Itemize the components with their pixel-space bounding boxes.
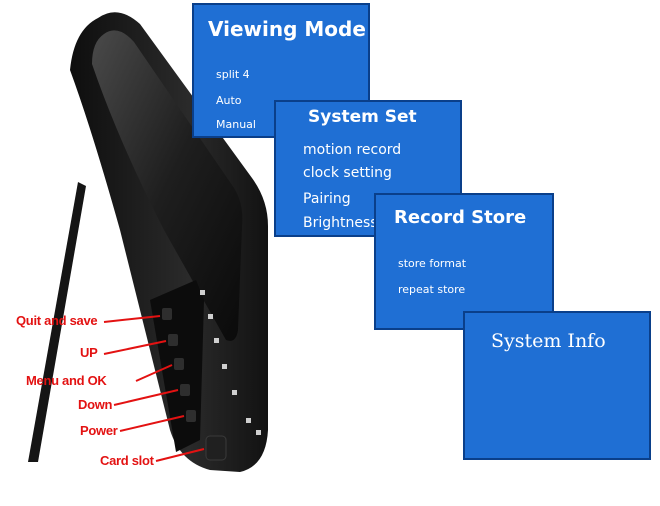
callout-up: UP xyxy=(80,345,98,360)
menu-item-store-format[interactable]: store format xyxy=(398,257,467,270)
menu-item-manual[interactable]: Manual xyxy=(216,118,256,131)
side-button-icon xyxy=(162,308,172,320)
system-info-panel: System Info xyxy=(463,311,651,460)
system-info-title: System Info xyxy=(491,330,606,352)
callout-quit-and-save: Quit and save xyxy=(16,313,98,328)
callout-menu-and-ok: Menu and OK xyxy=(26,373,107,388)
callout-power: Power xyxy=(80,423,118,438)
record-store-title: Record Store xyxy=(394,207,527,228)
side-button-icon xyxy=(174,358,184,370)
callout-card-slot: Card slot xyxy=(100,453,154,468)
side-button-icon xyxy=(168,334,178,346)
menu-item-split4[interactable]: split 4 xyxy=(216,68,250,81)
record-store-panel: Record Store store format repeat store xyxy=(374,193,554,330)
menu-item-repeat-store[interactable]: repeat store xyxy=(398,283,466,296)
callout-down: Down xyxy=(78,397,113,412)
device-screen xyxy=(92,30,243,341)
viewing-mode-title: Viewing Mode xyxy=(208,17,366,41)
menu-item-auto[interactable]: Auto xyxy=(216,94,242,107)
menu-item-pairing[interactable]: Pairing xyxy=(303,191,351,207)
side-button-icon xyxy=(180,384,190,396)
menu-item-clock-setting[interactable]: clock setting xyxy=(303,165,392,181)
stand-leg-icon xyxy=(28,182,86,462)
menu-item-brightness[interactable]: Brightness xyxy=(303,215,378,231)
card-slot-icon xyxy=(205,435,227,461)
system-set-title: System Set xyxy=(308,107,417,127)
side-button-icon xyxy=(186,410,196,422)
menu-item-motion-record[interactable]: motion record xyxy=(303,142,402,158)
